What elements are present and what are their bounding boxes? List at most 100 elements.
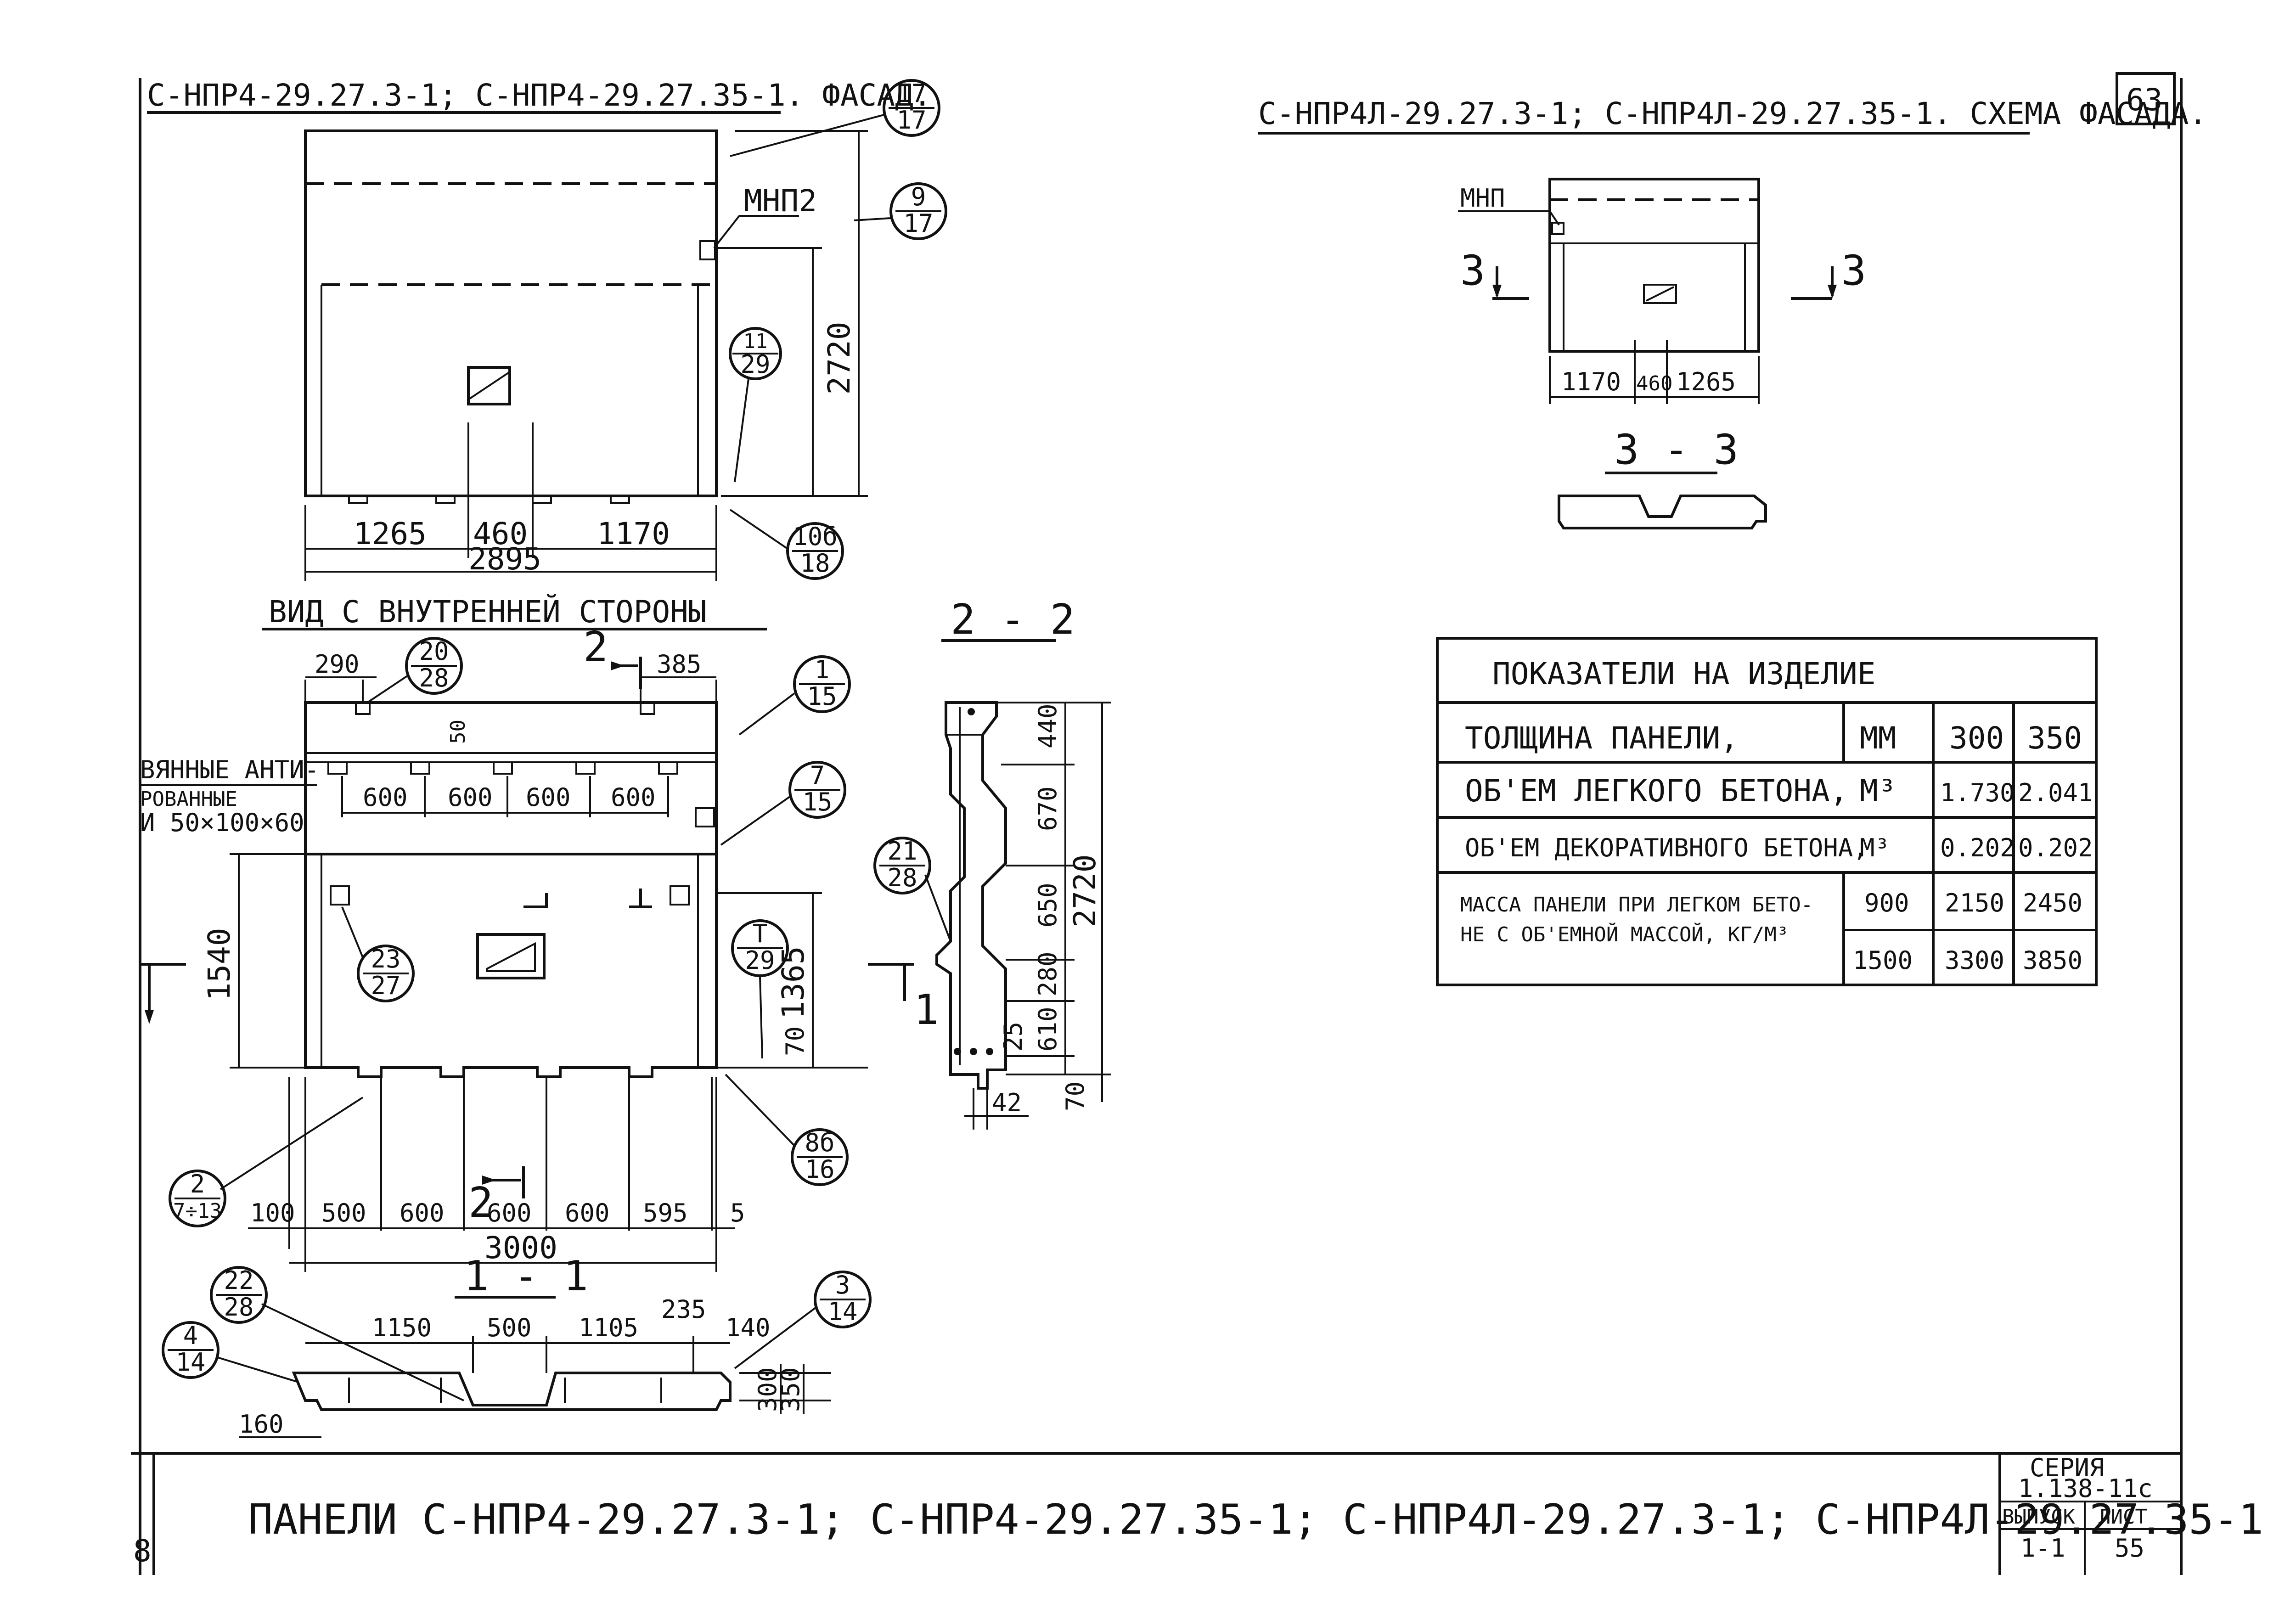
facade-scheme-mark-left: 3 [1460,247,1485,295]
inner-dim-1540: 1540 [202,928,237,1001]
title-block-series-label: СЕРИЯ [2030,1453,2105,1482]
section-1-1-dim-top-2: 1105 [579,1313,638,1342]
indicators-mass-0-v300: 2150 [1945,889,2004,917]
inner-section-mark-bottom: 2 [468,1179,493,1227]
indicators-row-2-unit: М³ [1860,833,1890,862]
inner-dim-1365: 1365 [776,946,811,1019]
inner-ref-20-bottom: 28 [419,664,449,692]
inner-dim-bottom-5: 595 [643,1198,688,1227]
indicators-mass-label-1: НЕ С ОБ'ЕМНОЙ МАССОЙ, КГ/М³ [1460,922,1789,946]
inner-dim-50: 50 [446,720,470,744]
section-2-2-title: 2 - 2 [951,596,1075,644]
indicators-row-0-label: ТОЛЩИНА ПАНЕЛИ, [1465,720,1739,756]
inner-ref-8b-bottom: 16 [805,1155,834,1184]
facade-dim-bottom-2: 1170 [597,516,670,551]
sheet-frame [131,72,2183,1575]
section-1-1: 1 - 1 1150 500 1105 235 140 160 300 350 … [162,1252,872,1439]
inner-ref-2-bottom: 7÷13 [173,1199,222,1223]
indicators-mass-0-v350: 2450 [2023,889,2082,917]
section-2-2-dim-6: 70 [1061,1081,1090,1111]
section-2-2-dim-0: 440 [1033,703,1062,748]
section-1-1-dim-top-1: 500 [487,1313,532,1342]
indicators-table: ПОКАЗАТЕЛИ НА ИЗДЕЛИЕ ТОЛЩИНА ПАНЕЛИ, ММ… [1436,637,2098,986]
indicators-mass-1-v350: 3850 [2023,946,2082,975]
section-1-1-dim-right-0: 300 [753,1367,782,1412]
inner-dim-600-2: 600 [526,783,571,812]
facade-scheme-title: С-НПР4Л-29.27.3-1; С-НПР4Л-29.27.35-1. С… [1258,96,2207,131]
section-2-2-dim-42: 42 [992,1088,1022,1117]
inner-dim-top-left: 290 [315,650,360,679]
inner-ref-8b-top: 8б [805,1128,834,1157]
facade-view: С-НПР4-29.27.3-1; С-НПР4-29.27.35-1. ФАС… [147,78,947,581]
indicators-mass-label-0: МАССА ПАНЕЛИ ПРИ ЛЕГКОМ БЕТО- [1460,893,1813,917]
facade-scheme: С-НПР4Л-29.27.3-1; С-НПР4Л-29.27.35-1. С… [1258,96,2207,404]
facade-ref-10b-bottom: 18 [800,549,830,578]
title-block-issue-value: 1-1 [2020,1534,2065,1563]
title-block-sheet-label: ЛИСТ [2099,1505,2147,1529]
facade-dim-bottom-1: 460 [473,516,528,551]
title-block-title: ПАНЕЛИ С-НПР4-29.27.3-1; С-НПР4-29.27.35… [248,1496,2263,1544]
section-1-1-ref-4-bottom: 14 [175,1348,205,1377]
inner-ref-2-top: 2 [190,1170,205,1198]
title-block-sheet-value: 55 [2115,1534,2144,1563]
indicators-row-2-v300: 0.202 [1940,833,2015,862]
section-3-3-title: 3 - 3 [1614,426,1739,474]
section-1-1-ref-3-bottom: 14 [827,1297,857,1326]
inner-note-line-0: ВЯННЫЕ АНТИ- [140,755,319,784]
inner-dim-600-0: 600 [363,783,408,812]
section-2-2-dim-5: 25 [999,1022,1028,1052]
inner-dim-bottom-0: 100 [250,1198,295,1227]
inner-note-line-1: РОВАННЫЕ [140,787,237,811]
facade-dim-bottom-0: 1265 [354,516,427,551]
inner-ref-7-bottom: 15 [802,787,832,816]
inner-view-title: ВИД С ВНУТРЕННЕЙ СТОРОНЫ [269,594,707,630]
inner-ref-T-bottom: 29 [745,946,775,975]
section-2-2: 2 - 2 440 670 650 280 610 25 70 2720 42 … [873,596,1111,1130]
section-2-2-dim-1: 670 [1033,786,1062,831]
inner-dim-bottom-6: 5 [730,1198,745,1227]
inner-dim-bottom-1: 500 [321,1198,366,1227]
facade-ref-17-top: 17 [896,79,926,108]
inner-ref-23-bottom: 27 [371,971,400,1000]
facade-dim-total: 2895 [468,541,541,577]
section-2-2-ref-21-bottom: 28 [887,863,917,892]
indicators-title: ПОКАЗАТЕЛИ НА ИЗДЕЛИЕ [1492,656,1875,692]
title-block-left-number: 8 [133,1533,152,1569]
facade-ref-9-top: 9 [911,182,926,211]
facade-scheme-dim-1: 460 [1636,372,1672,395]
indicators-mass-1-v300: 3300 [1945,946,2004,975]
inner-dim-bottom-4: 600 [565,1198,610,1227]
sheet-number: 63 [2126,82,2162,118]
inner-section-mark-top: 2 [583,623,608,671]
section-2-2-dim-2: 650 [1033,883,1062,928]
facade-scheme-mnp: МНП [1460,184,1505,213]
section-1-1-dim-top-3: 235 [661,1295,706,1324]
indicators-row-0-v300: 300 [1949,720,2004,756]
section-1-1-ref-3-top: 3 [835,1271,850,1299]
facade-scheme-dim-2: 1265 [1676,367,1736,396]
inner-dim-70: 70 [781,1026,810,1056]
inner-note-line-2: И 50×100×60 [140,808,304,837]
indicators-row-0-v350: 350 [2027,720,2082,756]
inner-dim-bottom-2: 600 [400,1198,445,1227]
inner-ref-20-top: 20 [419,637,449,666]
section-1-1-dim-top-0: 1150 [372,1313,432,1342]
facade-ref-10b-top: 10б [793,522,838,551]
inner-ref-7-top: 7 [810,761,825,790]
facade-scheme-mark-right: 3 [1841,247,1866,295]
inner-dim-total: 3000 [484,1230,557,1266]
indicators-row-0-unit: ММ [1860,720,1896,756]
indicators-row-1-unit: М³ [1860,773,1896,809]
indicators-mass-0-density: 900 [1864,889,1909,917]
facade-label-mnp2: МНП2 [744,183,817,219]
facade-ref-17-bottom: 17 [896,106,926,135]
indicators-row-2-label: ОБ'ЕМ ДЕКОРАТИВНОГО БЕТОНА, [1465,833,1868,862]
section-1-1-dim-right-1: 350 [776,1367,805,1412]
inner-dim-bottom-3: 600 [487,1198,532,1227]
title-block: 8 ПАНЕЛИ С-НПР4-29.27.3-1; С-НПР4-29.27.… [133,1453,2263,1569]
facade-ref-9-bottom: 17 [903,209,933,238]
section-1-1-ref-4-top: 4 [183,1321,198,1350]
indicators-row-1-label: ОБ'ЕМ ЛЕГКОГО БЕТОНА, [1465,773,1848,809]
